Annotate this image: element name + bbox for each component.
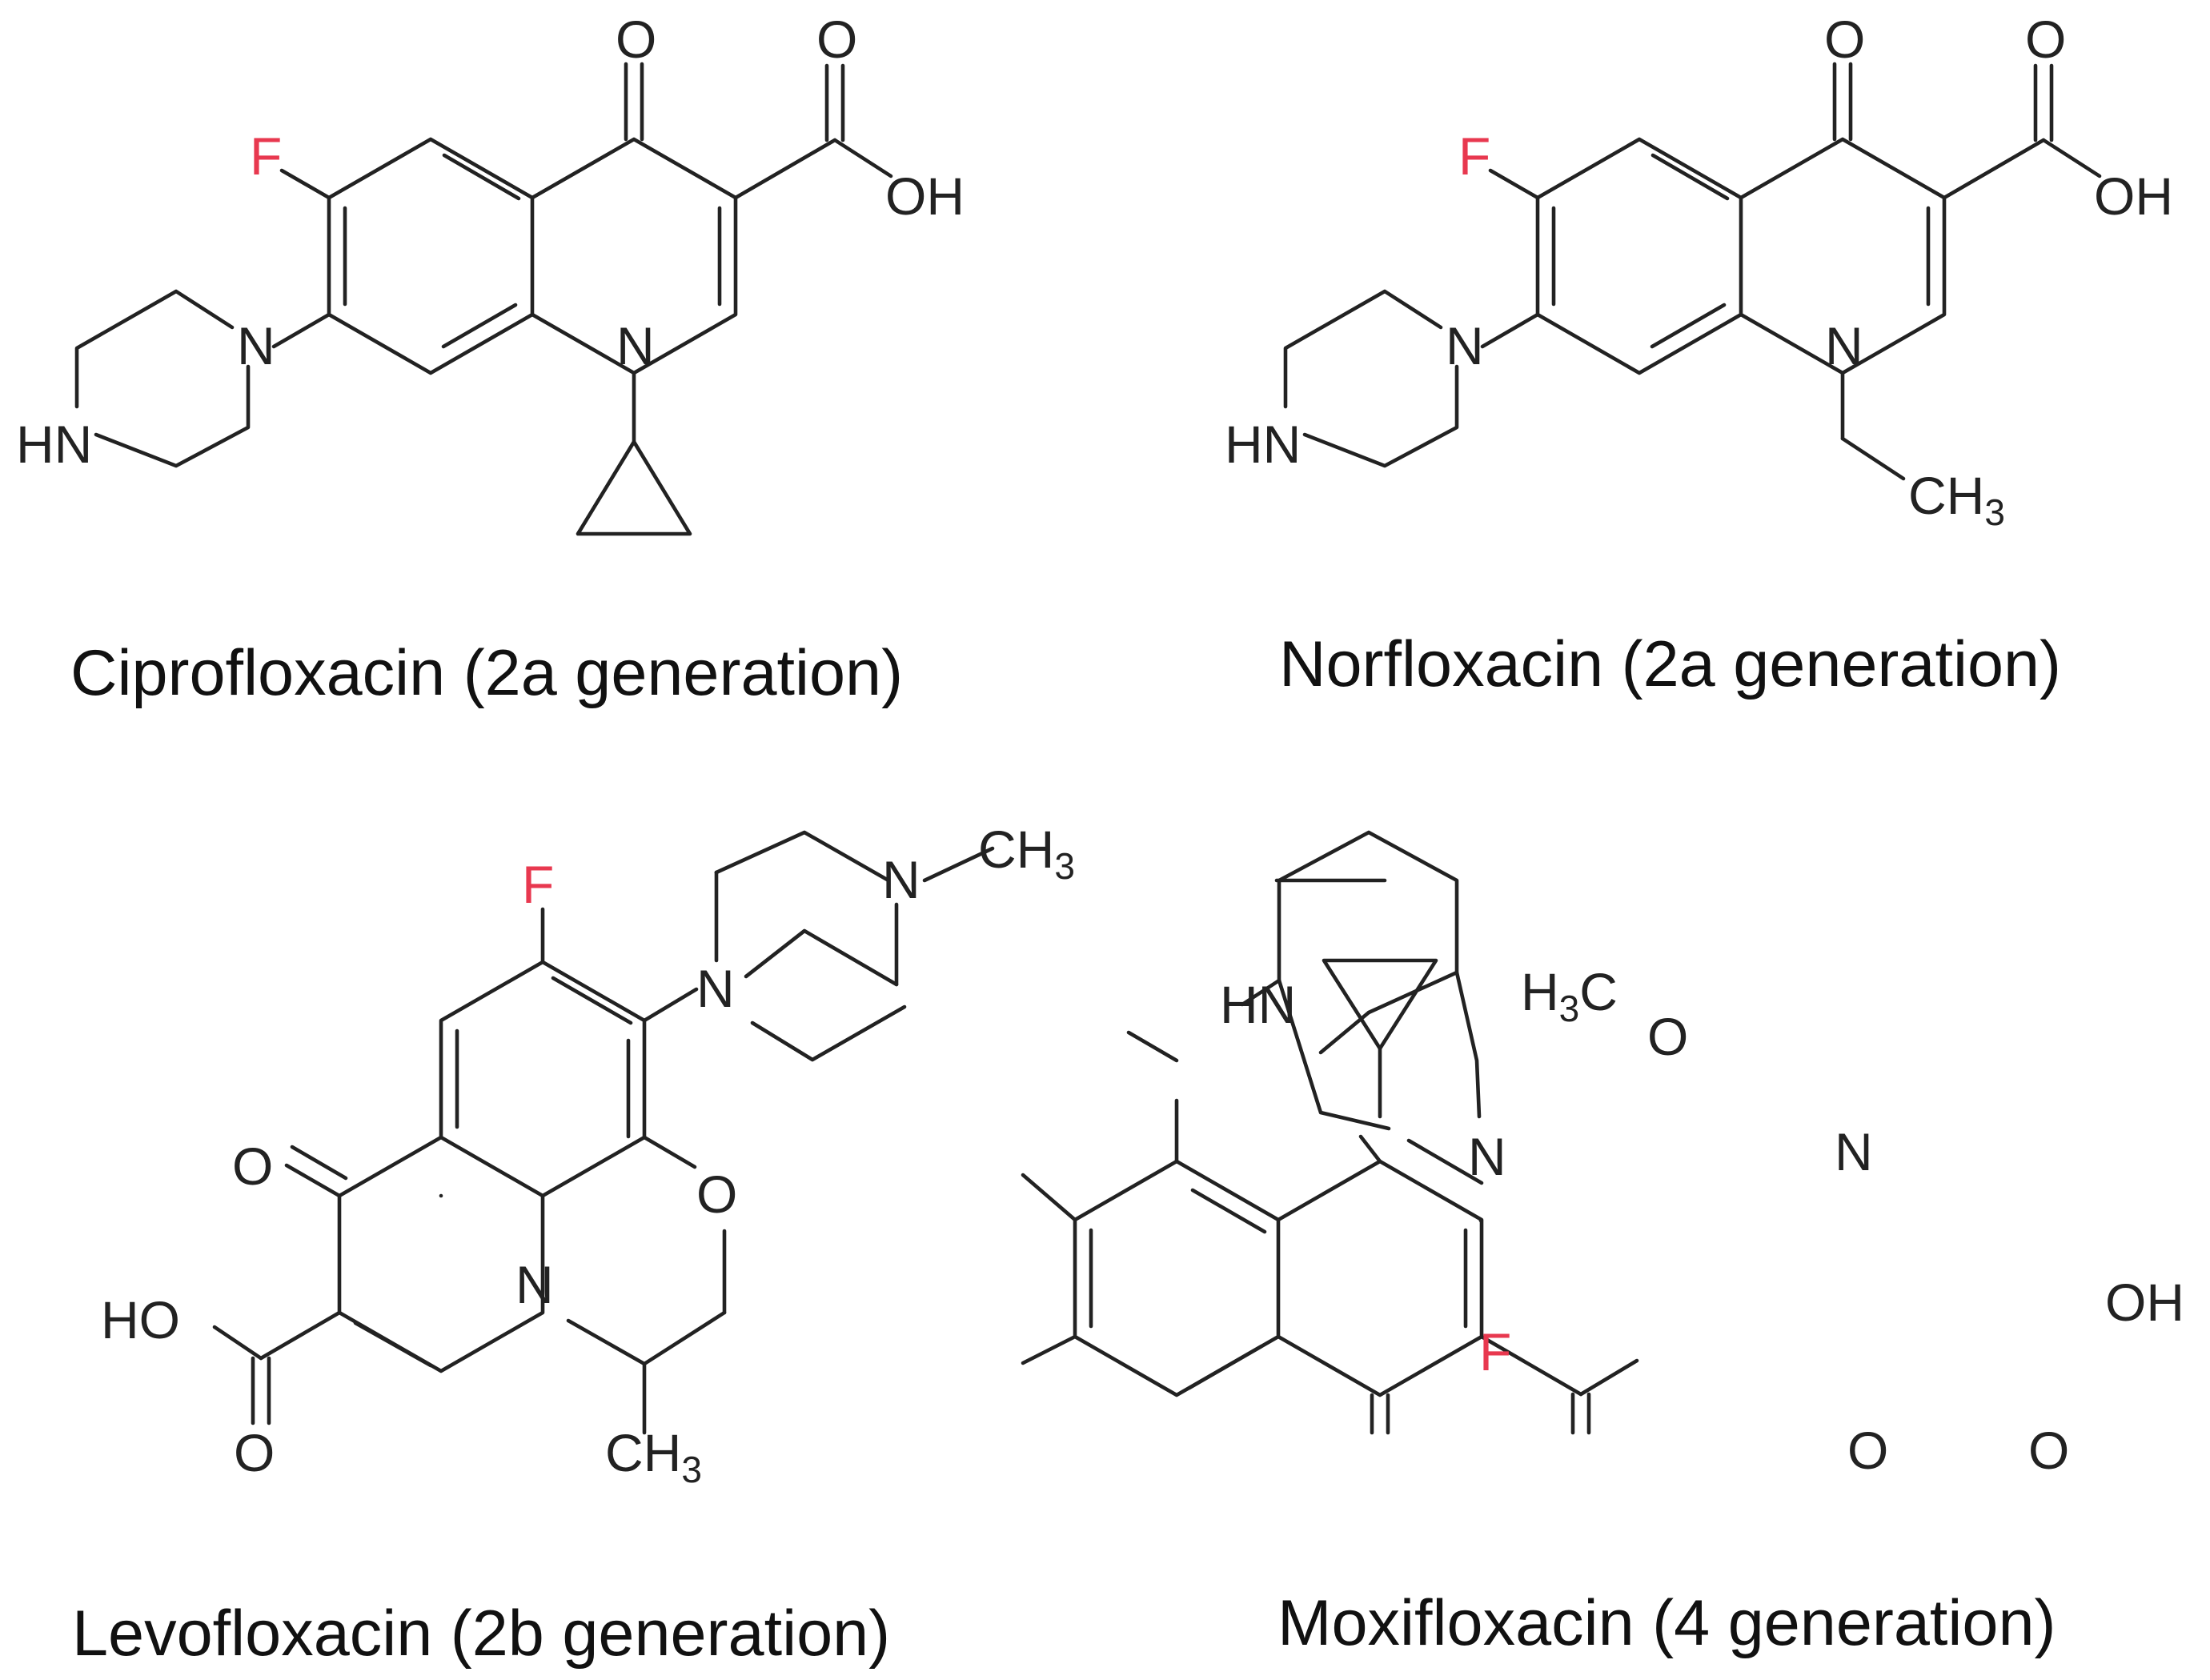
norfloxacin-bonds bbox=[1283, 62, 2102, 481]
ring-nitrogen-atom: N bbox=[616, 316, 655, 375]
ciprofloxacin-bonds bbox=[74, 62, 893, 536]
ketone-oxygen-atom: O bbox=[232, 1137, 273, 1196]
hydroxyl-group: OH bbox=[885, 166, 965, 226]
hydroxyl-group: OH bbox=[2094, 166, 2173, 226]
hydroxyl-group: OH bbox=[2105, 1273, 2184, 1332]
ketone-oxygen-atom: O bbox=[616, 10, 656, 69]
levofloxacin-bonds bbox=[212, 830, 995, 1435]
levofloxacin-caption: Levofloxacin (2b generation) bbox=[72, 1598, 890, 1670]
moxifloxacin-caption: Moxifloxacin (4 generation) bbox=[1277, 1587, 2056, 1659]
carbonyl-oxygen-atom: O bbox=[234, 1423, 275, 1482]
carbonyl-oxygen-atom: O bbox=[816, 10, 857, 69]
ciprofloxacin-structure: F O O OH N N HN Ciprofloxacin (2a genera… bbox=[16, 10, 965, 709]
c-methyl-group: CH3 bbox=[605, 1423, 702, 1490]
fluorine-atom: F bbox=[522, 855, 554, 914]
ring-nitrogen-atom: N bbox=[1825, 316, 1863, 375]
pyrrolidine-nitrogen-atom: N bbox=[1468, 1127, 1506, 1186]
fluorine-atom: F bbox=[1458, 126, 1490, 186]
amine-group: HN bbox=[16, 415, 92, 474]
amine-group: HN bbox=[1220, 975, 1296, 1034]
carbonyl-oxygen-atom: O bbox=[2025, 10, 2066, 69]
fluorine-atom: F bbox=[1479, 1322, 1511, 1381]
n-methyl-group: CH3 bbox=[978, 820, 1075, 887]
hydroxyl-group: HO bbox=[101, 1290, 180, 1349]
methylpiperazine-nitrogen-atom: N bbox=[882, 850, 920, 909]
methoxy-oxygen-atom: O bbox=[1647, 1007, 1688, 1066]
moxifloxacin-structure: F HN N H3C O N O O OH Moxifloxacin (4 ge… bbox=[1021, 830, 2184, 1659]
piperazine-nitrogen-atom: N bbox=[237, 316, 275, 375]
ring-nitrogen-atom: N bbox=[1835, 1122, 1873, 1181]
carbonyl-oxygen-atom: O bbox=[2028, 1421, 2069, 1480]
methoxy-methyl-group: H3C bbox=[1521, 962, 1618, 1029]
ring-nitrogen-atom: N bbox=[515, 1255, 554, 1314]
piperazine-nitrogen-atom: N bbox=[1446, 316, 1484, 375]
norfloxacin-caption: Norfloxacin (2a generation) bbox=[1279, 628, 2061, 700]
ketone-oxygen-atom: O bbox=[1847, 1421, 1888, 1480]
piperazine-nitrogen-atom: N bbox=[696, 959, 735, 1018]
moxifloxacin-bonds bbox=[1021, 830, 1639, 1435]
ring-oxygen-atom: O bbox=[696, 1165, 737, 1224]
norfloxacin-structure: F O O OH N N HN CH3 Norfloxacin (2a gene… bbox=[1225, 10, 2173, 700]
ciprofloxacin-caption: Ciprofloxacin (2a generation) bbox=[70, 637, 903, 709]
levofloxacin-structure: F N N CH3 O N CH3 O HO O Levofloxacin (2… bbox=[72, 820, 1075, 1670]
ketone-oxygen-atom: O bbox=[1824, 10, 1865, 69]
amine-group: HN bbox=[1225, 415, 1301, 474]
fluorine-atom: F bbox=[250, 126, 282, 186]
ethyl-methyl-group: CH3 bbox=[1908, 466, 2005, 533]
